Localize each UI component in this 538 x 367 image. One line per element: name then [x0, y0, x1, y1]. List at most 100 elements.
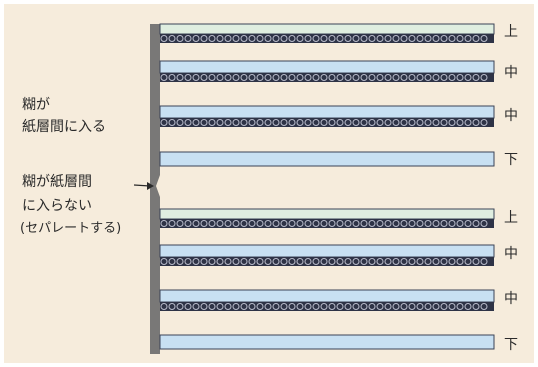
glue-bead — [288, 35, 296, 42]
glue-bead — [384, 74, 392, 81]
glue-bead — [416, 303, 424, 310]
paper-layer-lower-middle-1 — [159, 244, 495, 258]
paper-layer-upper-bottom — [159, 151, 495, 167]
glue-bead — [272, 303, 280, 310]
glue-bead — [400, 74, 408, 81]
glue-bead — [192, 35, 200, 42]
glue-bead — [432, 74, 440, 81]
glue-bead — [480, 258, 488, 265]
glue-bead — [176, 74, 184, 81]
glue-bead — [480, 220, 488, 227]
paper-layer-upper-top — [159, 23, 495, 35]
glue-bead — [312, 119, 320, 126]
glue-bead — [432, 220, 440, 227]
label-lower-middle-1: 中 — [504, 246, 518, 262]
paper-layer-lower-top — [159, 208, 495, 220]
glue-bead — [408, 303, 416, 310]
glue-bead — [296, 74, 304, 81]
glue-bead — [360, 74, 368, 81]
glue-bead — [432, 35, 440, 42]
glue-bead — [160, 119, 168, 126]
glue-bead — [456, 220, 464, 227]
glue-bead — [232, 74, 240, 81]
glue-bead — [168, 220, 176, 227]
glue-bead — [344, 303, 352, 310]
glue-bead — [160, 220, 168, 227]
glue-bead — [368, 303, 376, 310]
glue-bead — [352, 74, 360, 81]
glue-bead — [416, 35, 424, 42]
glue-bead — [440, 35, 448, 42]
glue-bead — [368, 220, 376, 227]
glue-bead — [200, 119, 208, 126]
glue-bead — [328, 35, 336, 42]
glue-bead — [216, 119, 224, 126]
glue-bead — [448, 74, 456, 81]
glue-bead — [224, 220, 232, 227]
glue-bead — [352, 35, 360, 42]
glue-bead — [464, 303, 472, 310]
glue-bead — [400, 303, 408, 310]
glue-bead — [384, 303, 392, 310]
glue-bead — [280, 35, 288, 42]
glue-bead — [208, 258, 216, 265]
glue-bead — [248, 35, 256, 42]
glue-bead — [176, 303, 184, 310]
glue-bead — [408, 35, 416, 42]
glue-bead — [304, 74, 312, 81]
glue-bead — [480, 74, 488, 81]
glue-bead — [312, 258, 320, 265]
glue-bead — [272, 35, 280, 42]
glue-bead — [176, 119, 184, 126]
glue-bead — [416, 258, 424, 265]
glue-bead — [376, 258, 384, 265]
annotation-glue-enters-line1: 糊が — [22, 97, 50, 113]
glue-bead — [256, 74, 264, 81]
glue-bead — [168, 35, 176, 42]
glue-bead — [432, 303, 440, 310]
glue-bead — [368, 74, 376, 81]
glue-bead — [456, 258, 464, 265]
glue-bead — [360, 220, 368, 227]
glue-bead — [432, 119, 440, 126]
glue-bead — [400, 220, 408, 227]
glue-bead — [160, 35, 168, 42]
annotation-glue-not-enters-line1: 糊が紙層間 — [22, 174, 92, 190]
glue-bead — [240, 220, 248, 227]
glue-bead — [192, 220, 200, 227]
glue-bead — [336, 303, 344, 310]
glue-bead — [384, 35, 392, 42]
glue-bead — [344, 258, 352, 265]
label-upper-bottom: 下 — [504, 152, 518, 168]
glue-bead — [416, 74, 424, 81]
glue-bead — [408, 119, 416, 126]
glue-bead — [208, 119, 216, 126]
glue-bead — [184, 303, 192, 310]
glue-bead — [224, 258, 232, 265]
glue-bead — [328, 74, 336, 81]
glue-bead — [248, 74, 256, 81]
glue-bead — [464, 258, 472, 265]
glue-bead — [456, 119, 464, 126]
glue-bead — [240, 258, 248, 265]
glue-bead — [328, 258, 336, 265]
glue-bead — [384, 258, 392, 265]
glue-bead — [448, 220, 456, 227]
glue-bead — [192, 258, 200, 265]
glue-bead — [344, 74, 352, 81]
glue-bead — [472, 258, 480, 265]
glue-bead — [392, 119, 400, 126]
glue-bead — [200, 303, 208, 310]
glue-bead — [376, 119, 384, 126]
glue-bead — [160, 74, 168, 81]
glue-bead — [384, 220, 392, 227]
glue-bead — [424, 258, 432, 265]
glue-bead — [224, 119, 232, 126]
glue-bead — [312, 220, 320, 227]
glue-bead — [424, 35, 432, 42]
glue-bead — [280, 258, 288, 265]
glue-bead — [376, 74, 384, 81]
glue-bead — [456, 74, 464, 81]
glue-bead — [344, 220, 352, 227]
glue-bead — [232, 220, 240, 227]
